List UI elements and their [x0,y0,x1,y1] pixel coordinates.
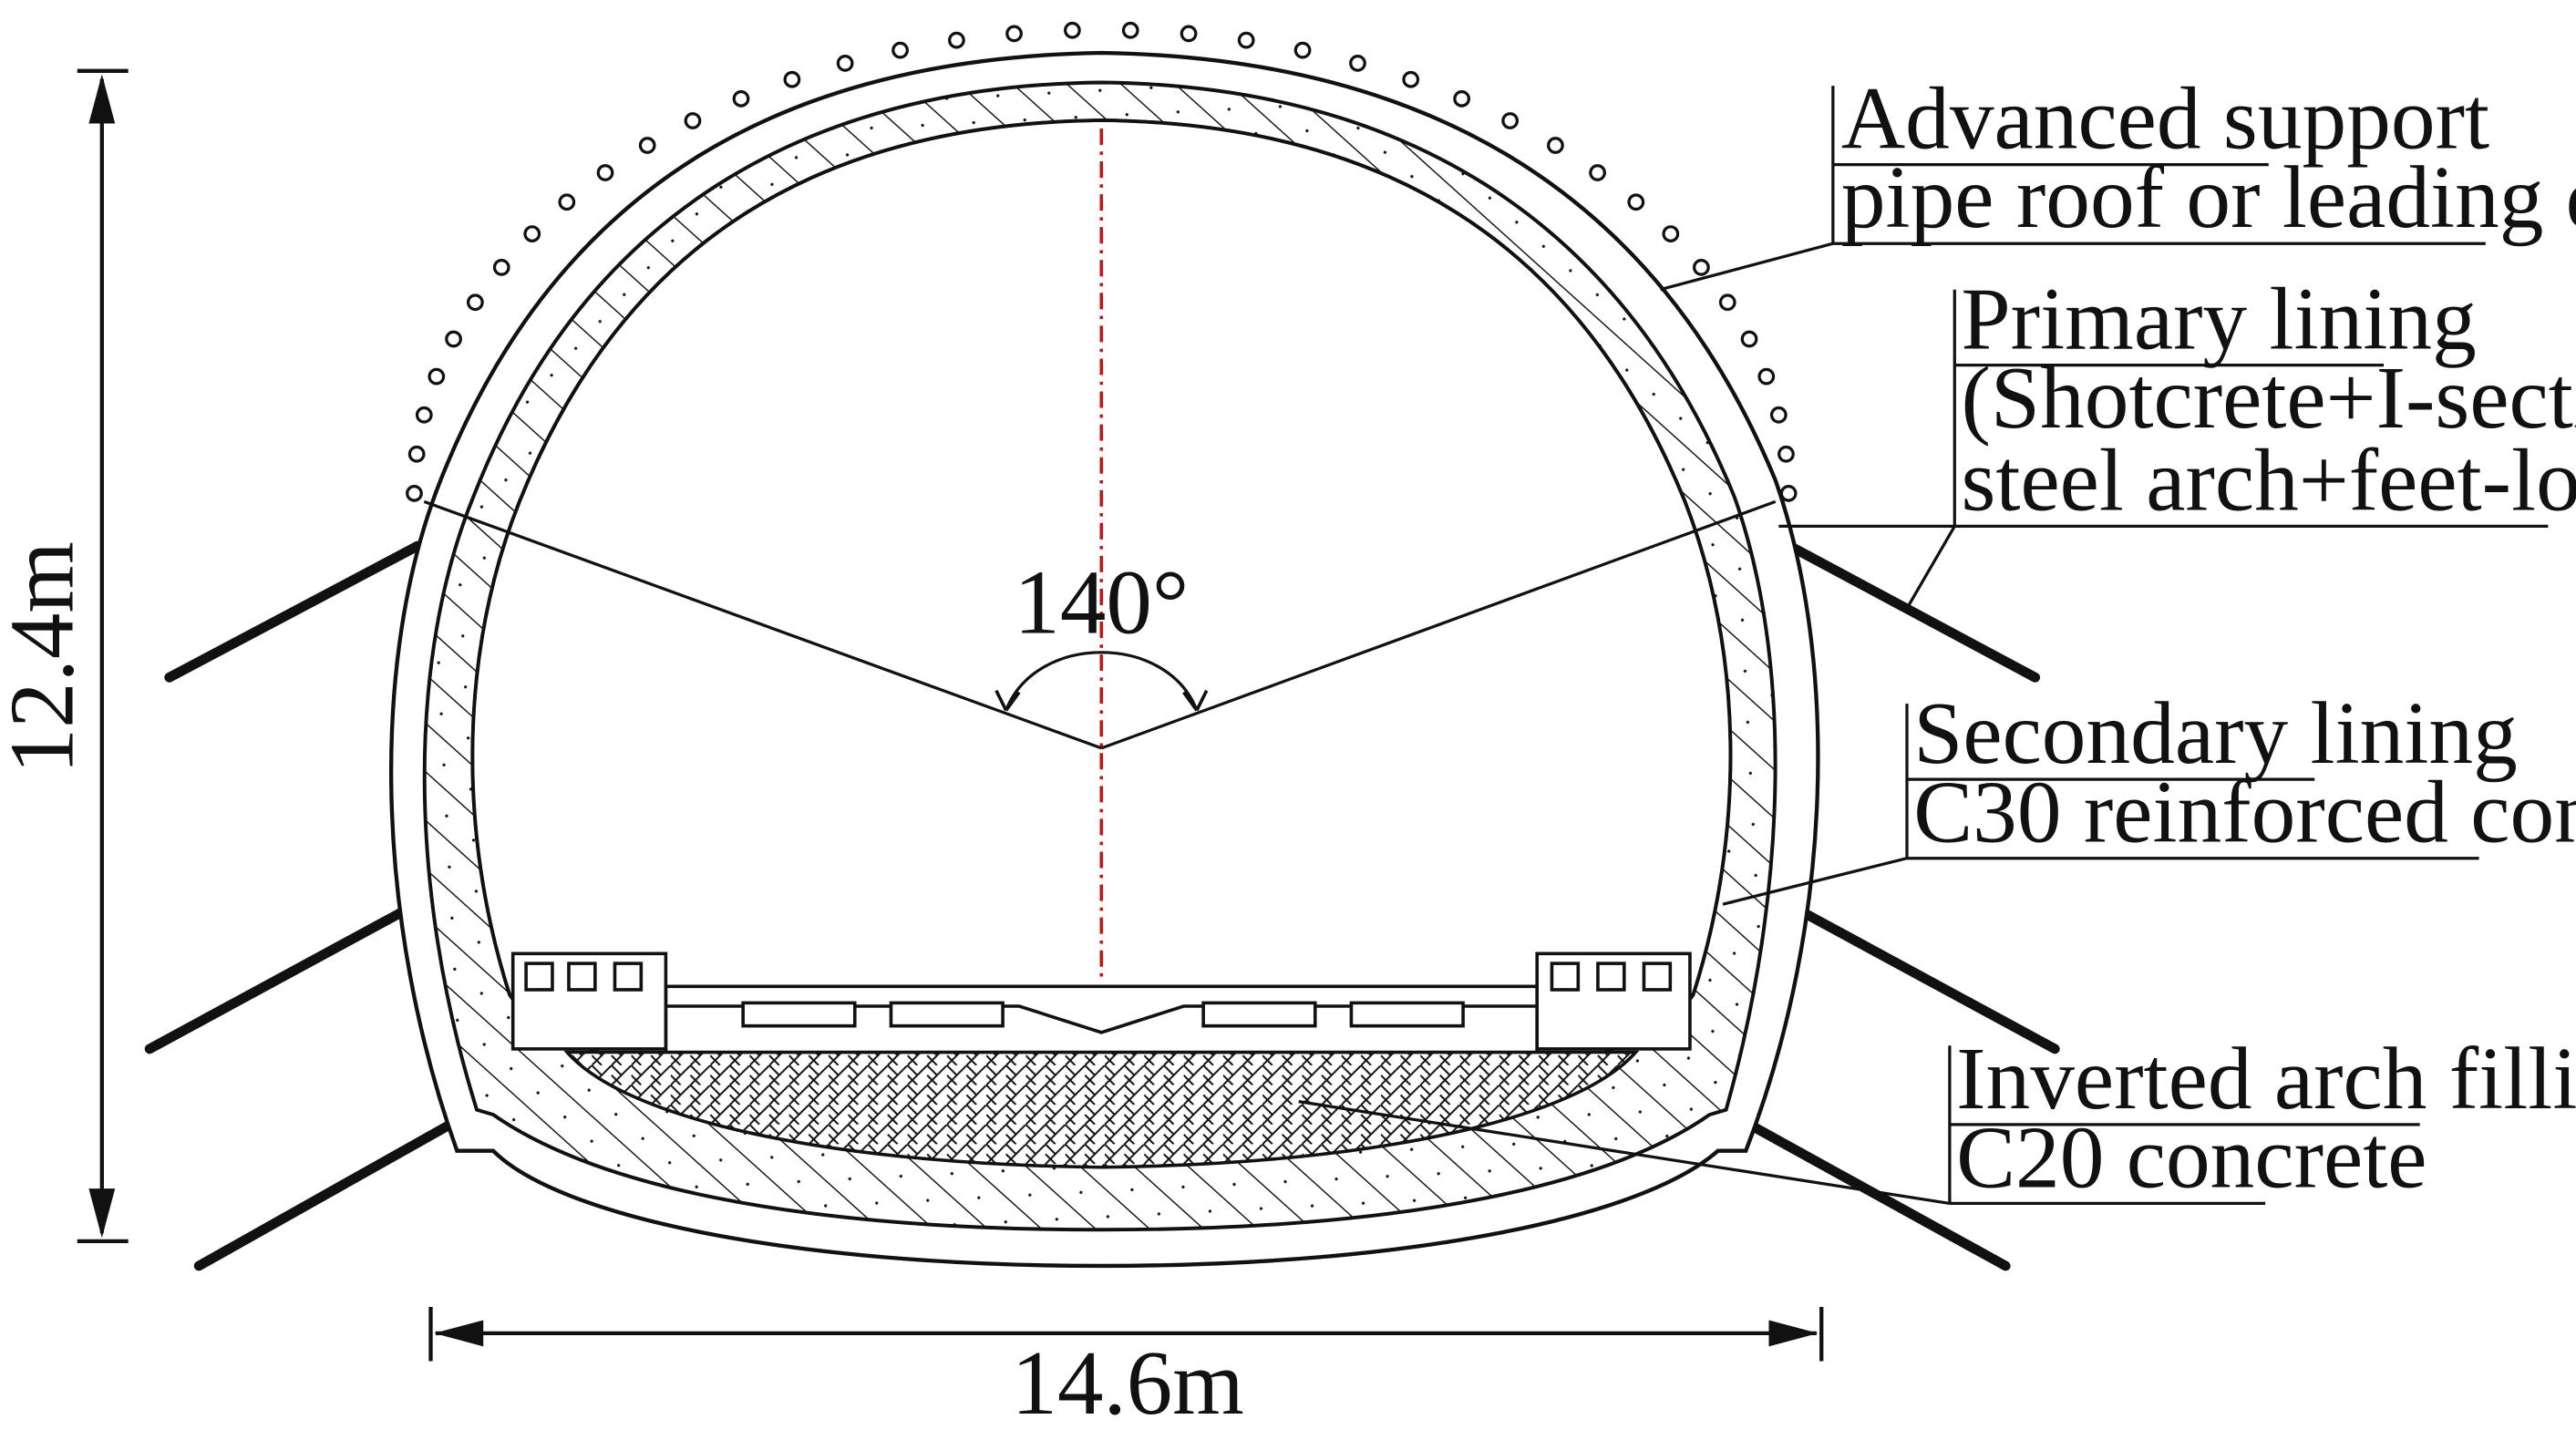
pipe-roof-circle [732,89,750,108]
pipe-roof-circle [1349,54,1366,72]
pipe-roof-circle [1005,25,1023,43]
pipe-roof-circle [466,293,484,312]
pipe-roof-circle [1718,293,1736,312]
rock-bolts [144,538,2060,1271]
label-primary-lining-3: steel arch+feet-lock bolt) [1962,431,2576,530]
primary-lining-outer [388,50,1820,1269]
pipe-roof-circle [407,445,426,463]
bolt-left-1 [164,540,423,683]
angle-lines [423,499,1777,750]
label-inverted-arch-2: C20 concrete [1956,1108,2427,1207]
width-dimension [428,1307,1824,1362]
pipe-roof-circle [1589,164,1606,181]
inverted-arch-filling [563,1050,1640,1169]
bolt-right-2 [1798,907,2060,1054]
pipe-roof-circle [891,41,909,59]
pipe-roof-circle [415,406,433,424]
pipe-roof-circles [406,21,1798,502]
label-inverted-arch-1: Inverted arch filling [1956,1030,2576,1128]
bolt-right-1 [1778,538,2041,683]
pipe-roof-circle [1779,484,1798,502]
pipe-roof-circle [684,112,702,129]
label-secondary-lining-1: Secondary lining [1913,684,2518,783]
pipe-roof-circle [1293,41,1312,59]
pipe-roof-circle [523,225,541,242]
pipe-roof-circle [1121,21,1139,39]
pipe-roof-circle [1237,31,1255,49]
pipe-roof-circle [836,54,854,72]
pipe-roof-circle [428,367,446,386]
label-primary-lining-2: (Shotcrete+I-section [1962,349,2576,447]
pipe-roof-circle [1740,330,1758,348]
angle-label: 140° [1014,551,1189,653]
bolt-left-3 [193,1121,452,1271]
road-deck [510,951,1692,1054]
inner-clearance [470,118,1733,995]
label-advanced-support-2: pipe roof or leading ductule [1841,149,2576,247]
height-dimension [77,68,129,1244]
pipe-roof-circle [1180,25,1198,43]
pipe-roof-circle [1501,112,1520,129]
pipe-roof-circle [406,484,423,502]
pipe-roof-circle [558,193,576,211]
width-label: 14.6m [1012,1332,1244,1434]
pipe-roof-circle [596,164,614,181]
pipe-roof-circle [783,70,801,88]
pipe-roof-circle [492,258,510,276]
pipe-roof-circle [638,137,656,154]
label-secondary-lining-2: C30 reinforced concrete [1913,764,2576,862]
pipe-roof-circle [1064,21,1081,39]
pipe-roof-circle [445,330,462,348]
height-label: 12.4m [0,541,92,774]
pipe-roof-circle [1769,406,1788,424]
pipe-roof-circle [1757,367,1776,386]
bolt-right-3 [1747,1121,2011,1271]
pipe-roof-circle [1453,89,1471,108]
leader-secondary-lining [1722,704,2479,906]
leader-advanced-support [1660,86,2486,292]
leader-inverted-arch [1298,1045,2420,1206]
pipe-roof-circle [1777,445,1795,463]
pipe-roof-circle [1547,137,1564,154]
label-advanced-support-1: Advanced support [1841,70,2489,169]
pipe-roof-circle [1402,70,1420,88]
pipe-roof-circle [1627,193,1645,211]
pipe-roof-circle [1693,258,1710,276]
label-primary-lining-1: Primary lining [1962,271,2477,369]
bolt-left-2 [144,907,407,1054]
pipe-roof-circle [1662,225,1680,242]
pipe-roof-circle [948,31,965,49]
leader-primary-lining [1778,289,2549,610]
